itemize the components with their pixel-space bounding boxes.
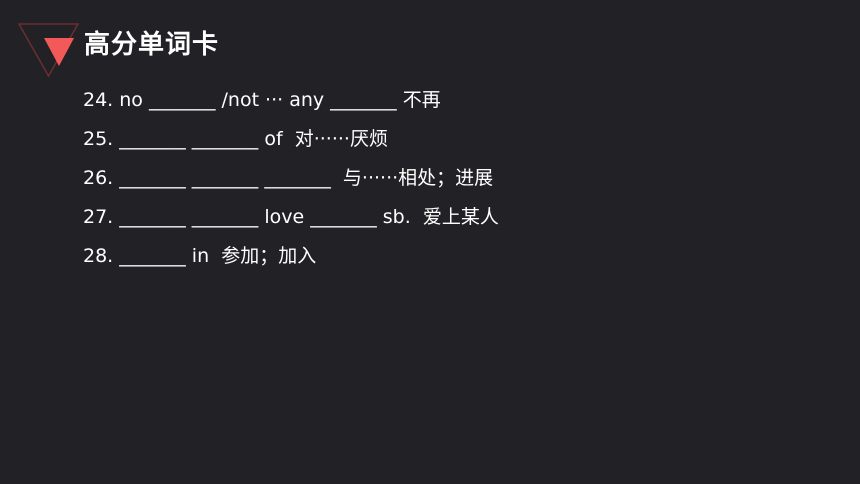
vocabulary-item-24: 24. no _______ /not ··· any _______ 不再 bbox=[83, 89, 441, 111]
vocabulary-item-26: 26. _______ _______ _______ 与······相处；进展 bbox=[83, 167, 494, 189]
triangle-outline bbox=[18, 23, 80, 78]
page-title: 高分单词卡 bbox=[84, 30, 220, 60]
vocabulary-item-27: 27. _______ _______ love _______ sb. 爱上某… bbox=[83, 206, 499, 228]
vocabulary-item-28: 28. _______ in 参加；加入 bbox=[83, 245, 317, 267]
triangle-fill bbox=[44, 38, 74, 66]
down-triangle-logo-icon bbox=[18, 23, 80, 78]
vocabulary-item-25: 25. _______ _______ of 对······厌烦 bbox=[83, 128, 388, 150]
vocabulary-list: 24. no _______ /not ··· any _______ 不再 2… bbox=[83, 81, 499, 276]
